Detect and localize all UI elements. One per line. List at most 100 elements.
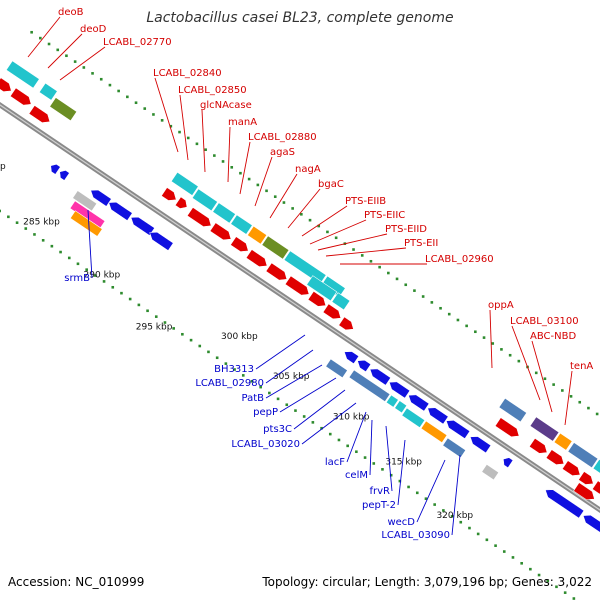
gc-dot-outer-forward <box>239 171 242 175</box>
accession-text: Accession: NC_010999 <box>8 575 144 589</box>
gc-dot-outer-forward <box>65 54 68 58</box>
gc-dot-outer-reverse <box>372 462 376 465</box>
gc-dot-outer-reverse <box>67 256 71 260</box>
gene-label-reverse: pepT-2 <box>362 500 396 511</box>
gene-label-forward: agaS <box>270 147 295 158</box>
leader-line-reverse <box>87 209 93 279</box>
scale-tick-label: 315 kbp <box>385 457 422 467</box>
gc-dot-outer-reverse <box>215 356 219 360</box>
gc-dot-outer-forward <box>534 371 538 375</box>
cds-arrow-forward <box>28 105 51 123</box>
gene-label-forward: bgaC <box>318 179 344 190</box>
gc-dot-outer-reverse <box>120 291 123 295</box>
gc-dot-outer-forward <box>126 95 129 99</box>
feature-box-reverse <box>72 190 98 212</box>
gc-dot-outer-forward <box>404 283 408 287</box>
leader-line-forward <box>301 205 348 237</box>
gene-label-forward: LCABL_02960 <box>425 254 494 265</box>
gene-label-reverse: srmB <box>64 273 90 284</box>
gc-dot-outer-forward <box>482 336 486 339</box>
feature-box-reverse <box>325 358 348 379</box>
gc-dot-outer-forward <box>439 306 442 310</box>
cds-arrow-forward <box>578 471 594 485</box>
gc-dot-outer-forward <box>595 412 599 416</box>
gene-label-forward: glcNAcase <box>200 100 252 111</box>
gene-label-reverse: celM <box>345 470 368 481</box>
feature-box-forward <box>261 235 290 260</box>
gc-dot-outer-forward <box>308 218 312 222</box>
gc-dot-outer-forward <box>326 230 329 234</box>
gene-label-forward: LCABL_02770 <box>103 37 172 48</box>
gc-dot-outer-forward <box>73 60 77 63</box>
gc-dot-outer-reverse <box>0 209 1 213</box>
gc-dot-outer-forward <box>204 148 207 151</box>
gene-labels: deoBdeoDLCABL_02770LCABL_02840LCABL_0285… <box>27 7 593 541</box>
cds-arrow-reverse <box>469 436 492 454</box>
gc-dot-outer-forward <box>387 271 390 275</box>
genome-summary-text: Topology: circular; Length: 3,079,196 bp… <box>261 575 592 589</box>
gc-dot-outer-reverse <box>102 280 106 283</box>
feature-box-reverse <box>394 400 408 414</box>
gc-dot-outer-reverse <box>50 244 54 248</box>
gc-dot-outer-reverse <box>59 250 62 254</box>
cds-arrow-forward <box>245 249 268 267</box>
gc-dot-outer-forward <box>378 265 381 269</box>
gc-dot-outer-reverse <box>285 403 289 407</box>
gc-dot-outer-forward <box>273 195 277 198</box>
gc-dot-outer-reverse <box>302 415 306 418</box>
gene-label-reverse: frvR <box>370 486 391 497</box>
gc-dot-outer-reverse <box>24 227 28 230</box>
gc-dot-outer-reverse <box>224 362 228 365</box>
gc-dot-outer-reverse <box>555 585 558 589</box>
gc-dot-outer-forward <box>291 207 294 210</box>
gc-dot-outer-reverse <box>476 532 480 536</box>
gc-dot-outer-reverse <box>381 468 384 471</box>
gc-dot-outer-reverse <box>494 544 497 547</box>
cds-arrow-forward <box>161 187 177 201</box>
gene-label-reverse: wecD <box>387 517 415 528</box>
gc-dot-outer-reverse <box>389 473 393 477</box>
gc-dot-outer-forward <box>395 277 399 281</box>
gc-dot-outer-reverse <box>146 309 149 313</box>
cds-arrow-forward <box>545 449 565 465</box>
gc-dot-outer-forward <box>195 142 199 146</box>
gene-label-forward: PTS-EIIC <box>364 210 405 221</box>
feature-box-reverse <box>385 394 399 408</box>
gc-dot-outer-reverse <box>268 391 271 395</box>
gc-dot-outer-reverse <box>7 215 10 219</box>
cds-arrow-reverse <box>50 163 61 175</box>
cds-arrow-forward <box>307 290 327 307</box>
gc-dot-outer-reverse <box>154 315 158 318</box>
scale-tick-label: 280 kbp <box>0 162 6 172</box>
cds-arrow-forward <box>265 262 288 281</box>
leader-line-forward <box>317 233 388 251</box>
gc-dot-outer-forward <box>500 348 503 351</box>
leader-line-forward <box>511 325 541 401</box>
leader-line-forward <box>27 16 61 58</box>
scale-tick-label: 305 kbp <box>273 372 310 382</box>
gc-dot-outer-forward <box>517 359 521 363</box>
cds-arrow-forward <box>528 437 548 454</box>
gc-dot-outer-forward <box>543 377 547 381</box>
feature-tracks <box>0 60 600 540</box>
cds-arrow-reverse <box>357 360 372 373</box>
gc-dot-outer-reverse <box>355 450 358 454</box>
gc-dot-outer-reverse <box>407 485 410 489</box>
cds-arrow-forward <box>284 275 310 296</box>
gc-dot-outer-forward <box>134 101 138 105</box>
leader-line-reverse <box>293 389 346 430</box>
leader-line-reverse <box>369 419 373 476</box>
scale-tick-label: 300 kbp <box>221 332 258 342</box>
gene-label-forward: deoD <box>80 24 107 35</box>
feature-box-forward <box>38 82 58 101</box>
gene-label-reverse: PatB <box>242 393 265 404</box>
leader-line-reverse <box>385 425 393 492</box>
gene-label-reverse: LCABL_03090 <box>381 530 450 541</box>
gc-dot-outer-forward <box>213 154 216 157</box>
gc-dot-outer-forward <box>369 259 373 263</box>
leader-line-forward <box>489 309 493 369</box>
gc-dot-outer-forward <box>352 248 355 251</box>
